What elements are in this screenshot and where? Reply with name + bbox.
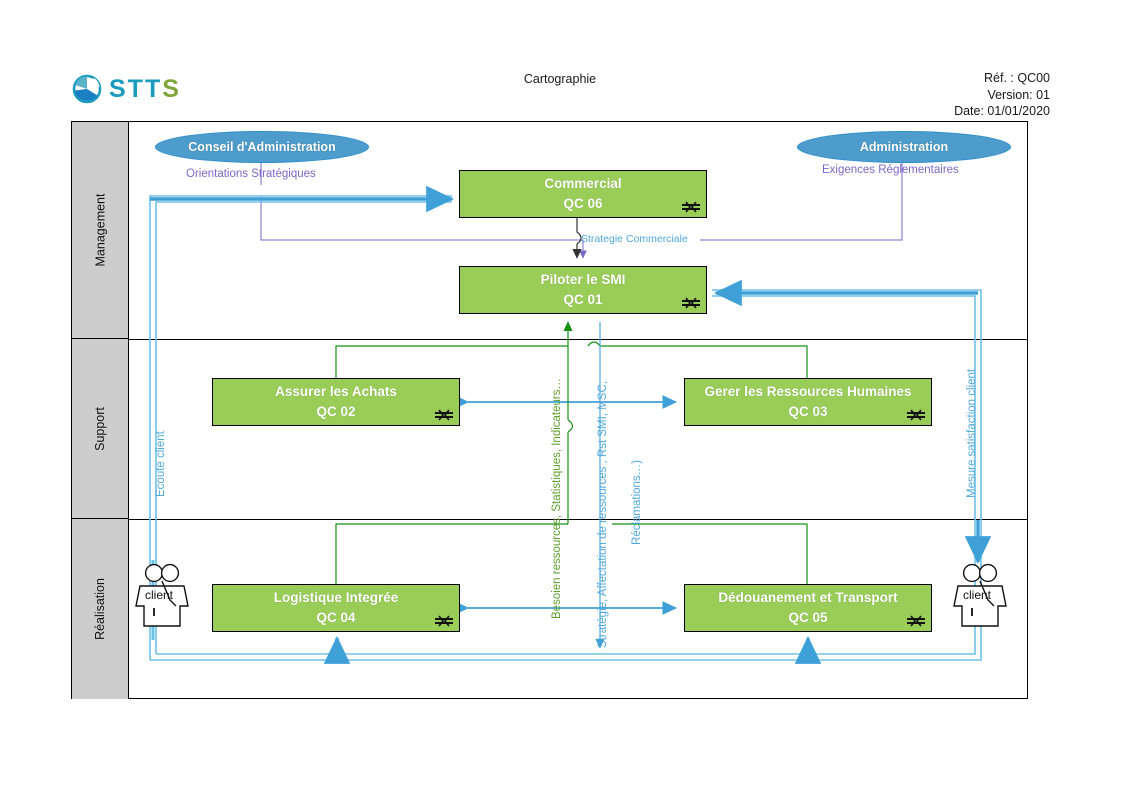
label-ecoute-client: Ecoute client xyxy=(155,431,167,497)
external-entity-administration[interactable]: Administration xyxy=(797,131,1011,163)
process-code-commercial: QC 06 xyxy=(563,196,603,211)
process-box-dedouanement-et-transport[interactable]: Dédouanement et Transport QC 05 xyxy=(684,584,932,632)
label-besoin-ressources: Besoien ressources, Statistiques, Indica… xyxy=(551,378,563,619)
meta-date: Date: 01/01/2020 xyxy=(954,104,1050,118)
label-reclamations: Réclamations…) xyxy=(631,460,643,545)
actor-client-right: client xyxy=(950,562,1010,630)
band-label-realisation: Réalisation xyxy=(72,519,129,699)
logo-text-teal: STT xyxy=(109,74,163,103)
process-box-assurer-les-achats[interactable]: Assurer les Achats QC 02 xyxy=(212,378,460,426)
process-code-piloter: QC 01 xyxy=(563,292,603,307)
document-link-icon[interactable] xyxy=(434,614,454,628)
process-box-commercial[interactable]: Commercial QC 06 xyxy=(459,170,707,218)
note-exigences-reglementaires: Exigences Réglementaires xyxy=(822,164,959,176)
external-entity-conseil-label: Conseil d'Administration xyxy=(188,140,336,154)
person-icon xyxy=(953,563,1007,627)
label-mesure-satisfaction-client: Mesure satisfaction client xyxy=(966,368,978,498)
band-label-support-text: Support xyxy=(93,406,107,451)
process-title-dedouanement: Dédouanement et Transport xyxy=(718,590,898,605)
stts-wordmark: STTS xyxy=(109,74,181,103)
process-code-logistique: QC 04 xyxy=(316,610,356,625)
band-label-realisation-text: Réalisation xyxy=(93,578,107,640)
process-title-achats: Assurer les Achats xyxy=(275,384,397,399)
page-title: Cartographie xyxy=(523,72,597,86)
process-title-logistique: Logistique Integrée xyxy=(273,590,399,605)
actor-client-left-label: client xyxy=(145,588,174,602)
document-link-icon[interactable] xyxy=(906,614,926,628)
document-link-icon[interactable] xyxy=(681,296,701,310)
document-meta: Réf. : QC00 Version: 01 Date: 01/01/2020 xyxy=(954,70,1050,120)
band-label-management-text: Management xyxy=(93,193,107,267)
band-label-management: Management xyxy=(72,122,129,339)
actor-client-left: client xyxy=(132,562,192,630)
actor-client-right-label: client xyxy=(963,588,992,602)
note-orientations-strategiques: Orientations Stratégiques xyxy=(186,168,316,180)
band-label-support: Support xyxy=(72,339,129,519)
document-link-icon[interactable] xyxy=(681,200,701,214)
person-icon xyxy=(135,563,189,627)
stts-logo: STTS xyxy=(72,70,192,108)
process-box-gerer-les-ressources-humaines[interactable]: Gerer les Ressources Humaines QC 03 xyxy=(684,378,932,426)
document-link-icon[interactable] xyxy=(906,408,926,422)
process-title-piloter: Piloter le SMI xyxy=(540,272,626,287)
band-divider-1 xyxy=(129,339,1027,340)
process-title-commercial: Commercial xyxy=(544,176,622,191)
process-title-rh: Gerer les Ressources Humaines xyxy=(704,384,912,399)
external-entity-administration-label: Administration xyxy=(859,140,949,154)
label-strategie-affectation: Stratégie, Affectation de ressources , R… xyxy=(597,381,609,648)
external-entity-conseil[interactable]: Conseil d'Administration xyxy=(155,131,369,163)
process-code-dedouanement: QC 05 xyxy=(788,610,828,625)
stts-circle-logo-icon xyxy=(72,74,102,104)
logo-text-green: S xyxy=(162,74,181,103)
process-code-rh: QC 03 xyxy=(788,404,828,419)
meta-ref: Réf. : QC00 xyxy=(984,71,1050,85)
meta-version: Version: 01 xyxy=(987,87,1050,102)
process-box-logistique-integree[interactable]: Logistique Integrée QC 04 xyxy=(212,584,460,632)
process-box-piloter-le-smi[interactable]: Piloter le SMI QC 01 xyxy=(459,266,707,314)
process-code-achats: QC 02 xyxy=(316,404,356,419)
label-strategie-commerciale: Strategie Commerciale xyxy=(581,233,688,245)
band-divider-2 xyxy=(129,519,1027,520)
document-link-icon[interactable] xyxy=(434,408,454,422)
